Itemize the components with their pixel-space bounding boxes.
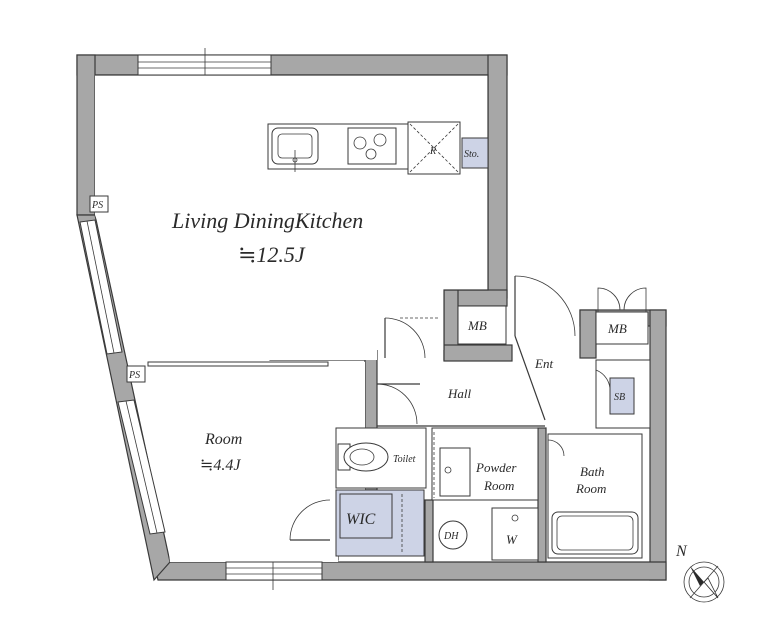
meter-box-1-label: MB xyxy=(467,318,487,333)
meter-box-1: MB xyxy=(457,305,507,345)
pipe-space-1: PS xyxy=(89,195,109,213)
storage-sto: Sto. xyxy=(461,137,489,169)
room-area: ≒4.4J xyxy=(200,457,241,474)
storage-label: Sto. xyxy=(464,149,479,160)
washer-label: W xyxy=(506,532,518,547)
room-door xyxy=(289,499,331,541)
kitchen-counter xyxy=(267,123,409,172)
toilet-room: Toilet xyxy=(335,427,427,489)
powder-room-line1: Powder xyxy=(475,460,517,475)
bath-room: Bath Room xyxy=(547,433,643,559)
dehumidifier-label: DH xyxy=(443,531,459,542)
refrigerator-label: R xyxy=(429,146,436,157)
ldk-outline xyxy=(95,74,489,350)
meter-box-2: MB xyxy=(595,287,649,345)
ldk-hall-door xyxy=(384,317,440,359)
room-floor xyxy=(148,362,365,562)
room-ldk-partition xyxy=(147,361,329,367)
hall-label: Hall xyxy=(447,386,472,401)
pipe-space-2: PS xyxy=(126,365,146,383)
refrigerator-space: R xyxy=(407,121,461,175)
shoe-box: SB xyxy=(595,359,651,429)
shoe-box-label: SB xyxy=(614,392,625,403)
room-name: Room xyxy=(204,431,242,448)
pipe-space-1-label: PS xyxy=(91,200,103,211)
powder-room: Powder Room xyxy=(431,427,539,501)
bath-room-line2: Room xyxy=(575,481,606,496)
compass-north-label: N xyxy=(675,543,688,560)
ldk-name: Living DiningKitchen xyxy=(171,208,363,233)
hall-walls xyxy=(376,383,545,427)
compass: N xyxy=(675,543,725,603)
entrance-door xyxy=(514,275,576,421)
dehumidifier: DH xyxy=(438,520,468,550)
wic: WIC xyxy=(335,489,425,557)
ldk-area: ≒12.5J xyxy=(238,242,306,267)
meter-box-2-label: MB xyxy=(607,321,627,336)
wic-label: WIC xyxy=(346,511,376,528)
toilet-label: Toilet xyxy=(393,454,416,465)
washer-space: W xyxy=(491,507,539,561)
bath-room-line1: Bath xyxy=(580,464,605,479)
powder-room-line2: Room xyxy=(483,478,514,493)
windows xyxy=(79,48,323,590)
entrance-label: Ent xyxy=(534,356,553,371)
pipe-space-2-label: PS xyxy=(128,370,140,381)
